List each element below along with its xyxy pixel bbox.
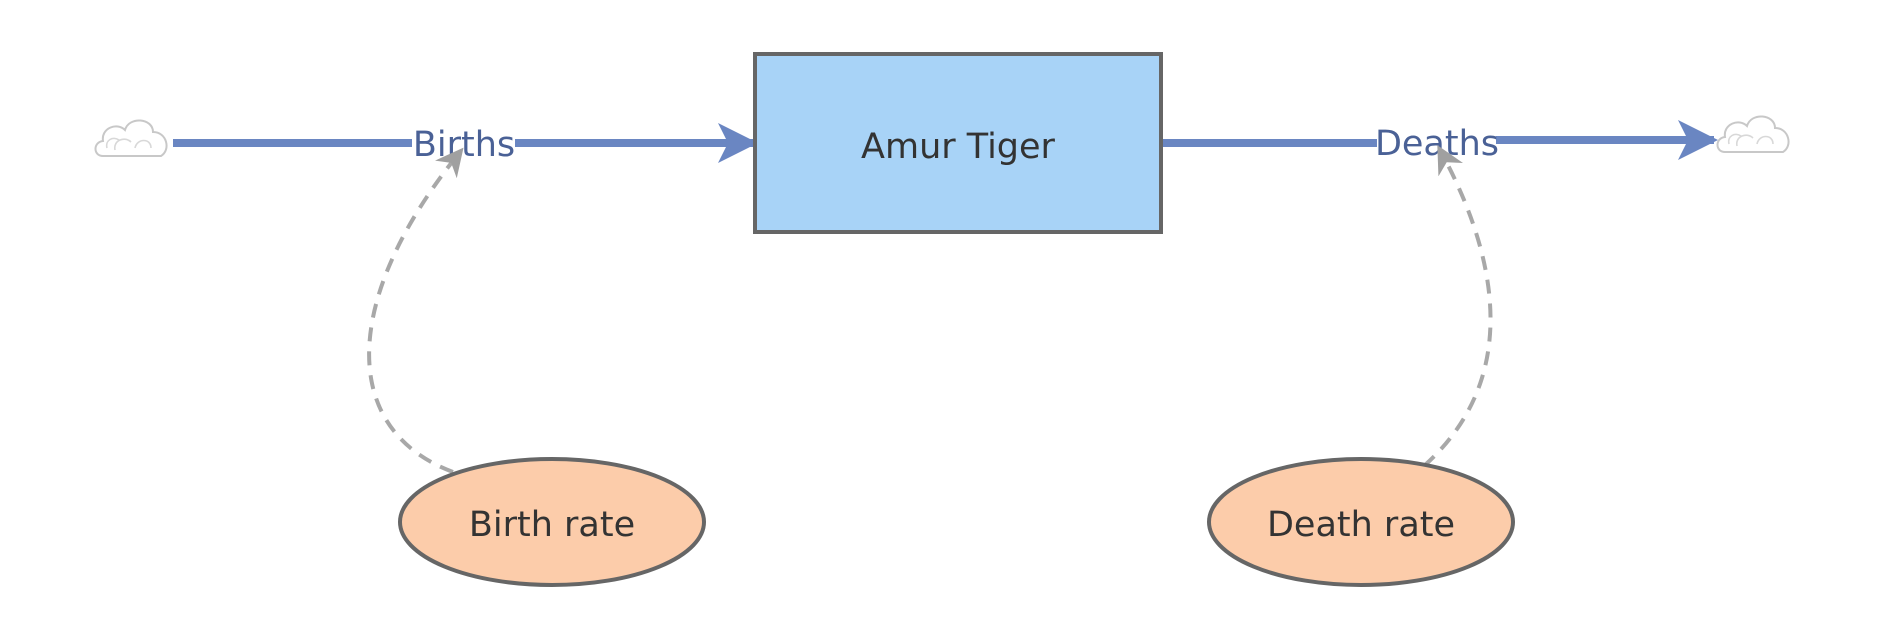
source-cloud-icon <box>94 119 168 157</box>
deaths-flow[interactable]: Deaths <box>1161 120 1718 164</box>
birth-rate-link <box>367 147 464 474</box>
birth-rate-variable[interactable]: Birth rate <box>398 457 706 587</box>
births-label: Births <box>413 125 515 165</box>
death-rate-label: Death rate <box>1267 505 1455 545</box>
death-rate-link <box>1422 145 1493 468</box>
births-flow[interactable]: Births <box>173 123 758 165</box>
birth-rate-ellipse <box>398 457 706 587</box>
death-rate-variable[interactable]: Death rate <box>1207 457 1515 587</box>
deaths-label: Deaths <box>1375 124 1499 164</box>
stock-box <box>753 52 1163 234</box>
stock-label: Amur Tiger <box>861 127 1056 167</box>
amur-tiger-stock[interactable]: Amur Tiger <box>753 52 1163 234</box>
death-rate-ellipse <box>1207 457 1515 587</box>
sink-cloud-icon <box>1716 115 1790 153</box>
birth-rate-label: Birth rate <box>469 505 635 545</box>
